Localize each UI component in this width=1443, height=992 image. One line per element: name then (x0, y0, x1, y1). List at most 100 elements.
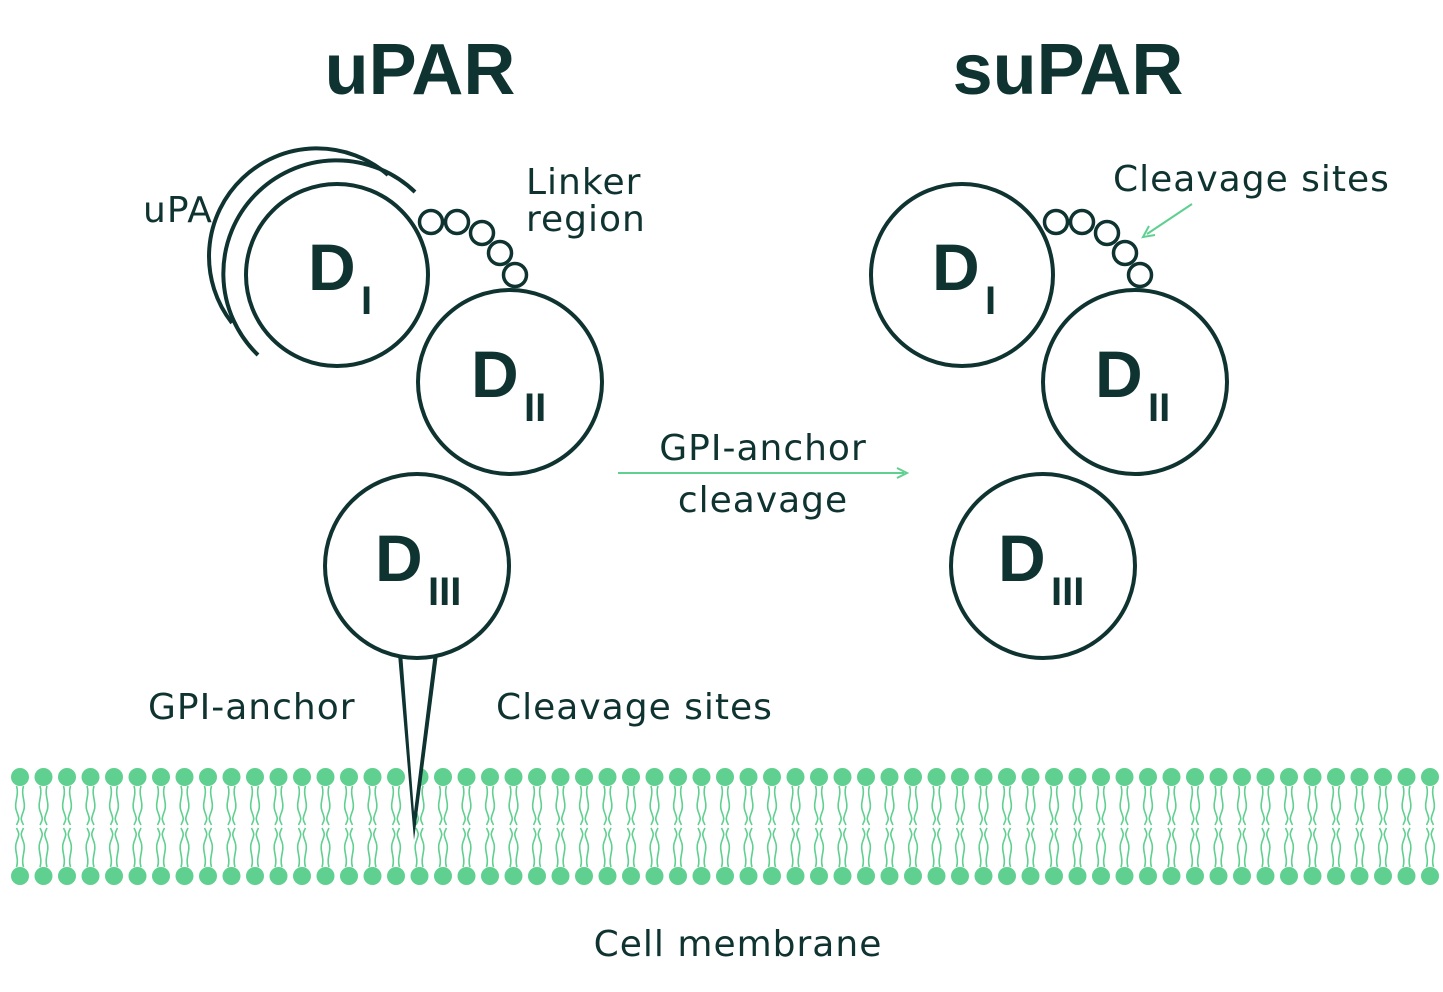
lipid-tail (678, 785, 684, 826)
lipid-tail (278, 785, 284, 826)
lipid-tail (560, 785, 566, 826)
lipid-tail (672, 785, 678, 826)
lipid-tail (513, 827, 519, 868)
lipid-tail (1025, 785, 1031, 826)
lipid-tail (866, 785, 872, 826)
lipid-tail (1001, 827, 1007, 868)
lipid-tail (1072, 785, 1078, 826)
lipid-head (1374, 867, 1392, 885)
lipid-tail (184, 785, 190, 826)
lipid-tail (179, 785, 185, 826)
lipid-tail (607, 785, 613, 826)
lipid-tail (555, 827, 561, 868)
lipid-head (575, 867, 593, 885)
lipid-tail (202, 827, 208, 868)
lipid-head (1303, 867, 1322, 885)
lipid-head (152, 768, 170, 786)
lipid-tail (114, 785, 120, 826)
lipid-head (222, 867, 241, 885)
lipid-tail (67, 785, 73, 826)
lipid-tail (1054, 827, 1060, 868)
lipid-head (34, 768, 53, 786)
lipid-tail (1283, 785, 1289, 826)
lipid-tail (1336, 785, 1342, 826)
linker-bead (1126, 261, 1154, 289)
lipid-tail (443, 827, 449, 868)
lipid-tail (1007, 827, 1013, 868)
lipid-head (1350, 768, 1369, 786)
lipid-head (998, 867, 1016, 885)
lipid-tail (743, 785, 749, 826)
lipid-tail (748, 785, 754, 826)
lipid-tail (537, 827, 543, 868)
lipid-tail (320, 785, 326, 826)
lipid-tail (1406, 827, 1412, 868)
lipid-tail (302, 827, 308, 868)
lipid-tail (419, 785, 425, 826)
lipid-head (316, 768, 335, 786)
lipid-tail (584, 785, 590, 826)
lipid-tail (631, 785, 637, 826)
cell-membrane (11, 768, 1439, 885)
cleavage-arrow: GPI-anchor cleavage (618, 428, 910, 521)
lipid-tail (372, 785, 378, 826)
supar-d2-letter: D (1095, 337, 1143, 411)
supar-domain-2 (1041, 288, 1229, 476)
lipid-tail (67, 827, 73, 868)
lipid-head (363, 768, 382, 786)
lipid-head (927, 867, 946, 885)
lipid-tail (1401, 827, 1407, 868)
lipid-head (833, 768, 852, 786)
lipid-tail (1213, 785, 1219, 826)
lipid-head (716, 867, 734, 885)
lipid-tail (701, 827, 707, 868)
lipid-head (575, 768, 593, 786)
lipid-head (387, 867, 405, 885)
lipid-tail (743, 827, 749, 868)
lipid-head (1045, 867, 1063, 885)
lipid-head (528, 867, 546, 885)
lipid-tail (795, 827, 801, 868)
lipid-tail (90, 827, 96, 868)
lipid-head (434, 768, 452, 786)
lipid-tail (1054, 785, 1060, 826)
lipid-tail (978, 827, 984, 868)
lipid-tail (1336, 827, 1342, 868)
lipid-tail (1095, 827, 1101, 868)
supar-d1-sub: I (985, 279, 996, 323)
lipid-head (1209, 867, 1228, 885)
cleavage-pointer-line (1146, 203, 1193, 235)
lipid-head (786, 768, 805, 786)
arrow-label-line1: GPI-anchor (659, 428, 867, 469)
lipid-head (481, 867, 499, 885)
lipid-tail (1260, 827, 1266, 868)
lipid-head (1186, 768, 1204, 786)
lipid-tail (255, 827, 261, 868)
lipid-tail (1377, 785, 1383, 826)
lipid-head (951, 768, 969, 786)
lipid-tail (578, 827, 584, 868)
lipid-tail (513, 785, 519, 826)
lipid-head (105, 867, 123, 885)
lipid-tail (325, 785, 331, 826)
lipid-tail (184, 827, 190, 868)
lipid-head (316, 867, 335, 885)
lipid-tail (437, 785, 443, 826)
lipid-tail (1359, 827, 1365, 868)
lipid-tail (1007, 785, 1013, 826)
lipid-tail (1383, 827, 1389, 868)
lipid-tail (983, 827, 989, 868)
lipid-tail (884, 827, 890, 868)
lipid-head (58, 768, 76, 786)
lipid-tail (1101, 785, 1107, 826)
lipid-tail (1101, 827, 1107, 868)
lipid-head (880, 867, 899, 885)
supar-domain-3 (949, 472, 1137, 660)
lipid-tail (1124, 785, 1130, 826)
lipid-tail (960, 785, 966, 826)
lipid-tail (936, 785, 942, 826)
lipid-head (692, 768, 711, 786)
upar-domain-2 (416, 288, 604, 476)
lipid-head (1186, 867, 1204, 885)
lipid-tail (38, 785, 44, 826)
